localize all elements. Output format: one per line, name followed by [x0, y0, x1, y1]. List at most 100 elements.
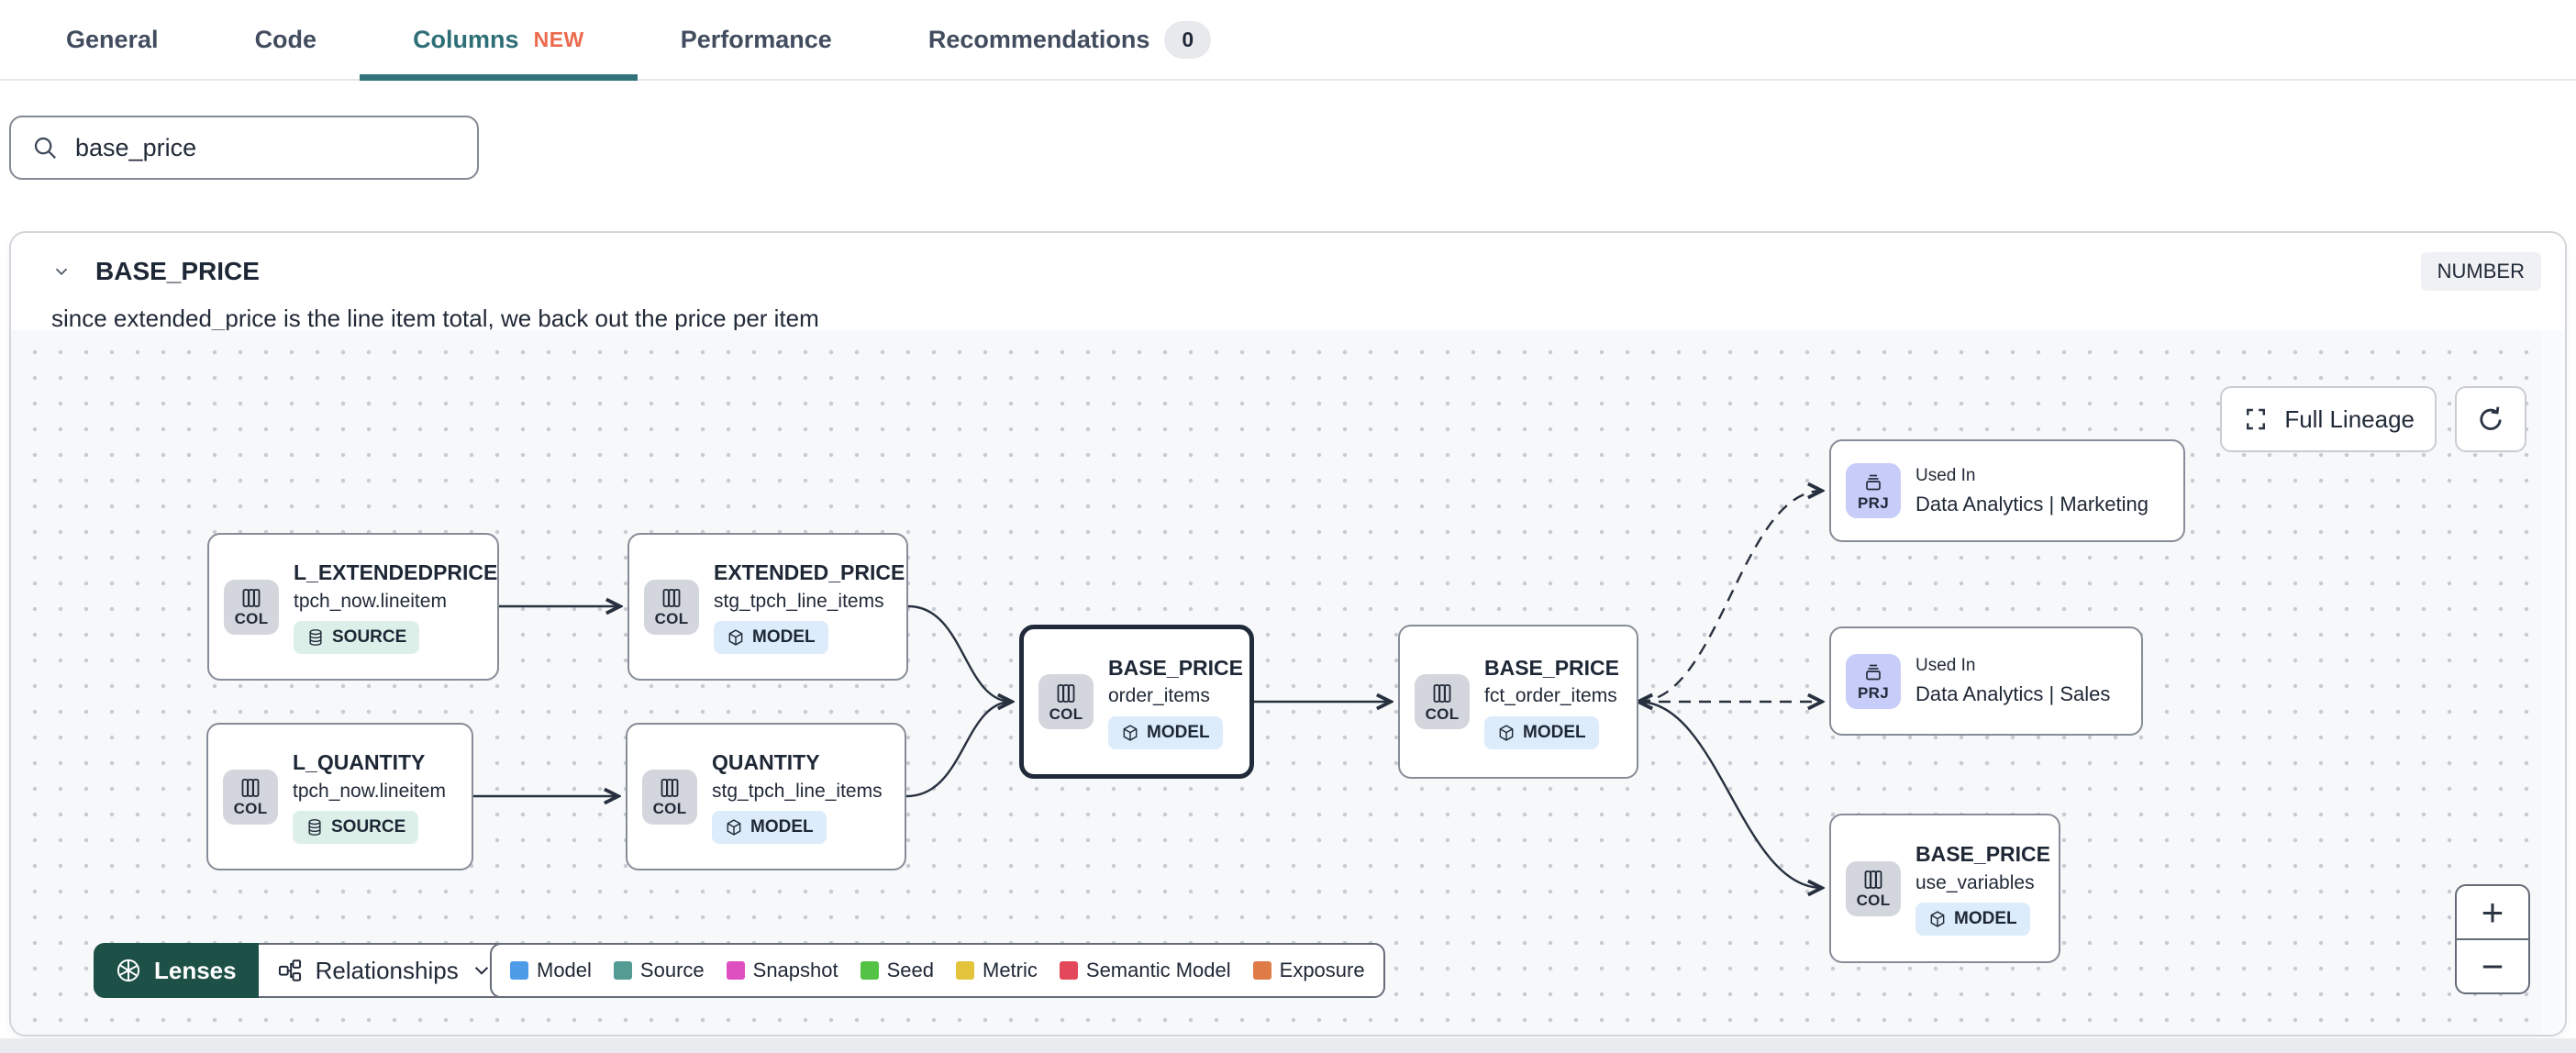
node-title: BASE_PRICE: [1915, 842, 2050, 866]
node-subtitle: stg_tpch_line_items: [712, 780, 883, 802]
column-chip: COL: [1415, 674, 1470, 729]
node-title: Data Analytics | Marketing: [1915, 492, 2149, 515]
source-badge: SOURCE: [294, 621, 420, 654]
node-subtitle: stg_tpch_line_items: [714, 590, 884, 612]
archive-box-icon: [1866, 474, 1881, 490]
cube-icon: [1930, 911, 1945, 927]
lineage-node-base-price-use-variables[interactable]: COL BASE_PRICE use_variables MODEL: [1829, 814, 2060, 963]
node-title: EXTENDED_PRICE: [714, 560, 905, 584]
columns-icon: [242, 589, 261, 607]
resource-type-legend: Model Source Snapshot Seed Metric Semant…: [490, 943, 1385, 998]
lineage-node-used-in-marketing[interactable]: PRJ Used In Data Analytics | Marketing: [1829, 439, 2185, 542]
used-in-label: Used In: [1915, 656, 1976, 676]
lineage-edges: [473, 330, 2565, 1035]
zoom-in-button[interactable]: +: [2481, 890, 2504, 934]
lineage-node-l-extendedprice[interactable]: COL L_EXTENDEDPRICE tpch_now.lineitem SO…: [207, 533, 499, 681]
legend-swatch: [1252, 961, 1271, 980]
tab-performance[interactable]: Performance: [681, 0, 832, 79]
node-title: L_EXTENDEDPRICE: [294, 560, 498, 584]
zoom-out-button[interactable]: −: [2457, 938, 2528, 992]
tab-columns[interactable]: Columns NEW: [360, 0, 638, 81]
refresh-icon: [2480, 406, 2502, 430]
node-subtitle: use_variables: [1915, 871, 2035, 893]
columns-icon: [661, 779, 679, 797]
database-icon: [309, 629, 322, 646]
tab-recommendations[interactable]: Recommendations 0: [927, 0, 1212, 79]
model-badge: MODEL: [1484, 715, 1599, 749]
columns-icon: [662, 589, 681, 607]
column-chip: COL: [644, 579, 699, 635]
legend-item-model: Model: [510, 959, 592, 982]
legend-swatch: [510, 961, 528, 980]
tab-code[interactable]: Code: [255, 0, 317, 79]
column-chip: COL: [224, 579, 279, 635]
lineage-node-used-in-sales[interactable]: PRJ Used In Data Analytics | Sales: [1829, 626, 2143, 736]
collapse-chevron-icon[interactable]: [51, 261, 72, 282]
aperture-icon: [117, 959, 140, 982]
legend-swatch: [613, 961, 632, 980]
tab-general[interactable]: General: [66, 0, 159, 79]
legend-item-exposure: Exposure: [1252, 959, 1365, 982]
node-title: QUANTITY: [712, 750, 820, 774]
lineage-node-base-price-order-items[interactable]: COL BASE_PRICE order_items MODEL: [1019, 625, 1254, 779]
tab-label: Columns: [413, 25, 519, 53]
lineage-node-quantity[interactable]: COL QUANTITY stg_tpch_line_items MODEL: [626, 723, 906, 870]
project-chip: PRJ: [1846, 463, 1901, 518]
node-subtitle: order_items: [1108, 685, 1210, 707]
columns-icon: [1433, 683, 1451, 703]
column-chip: COL: [223, 769, 278, 825]
source-badge: SOURCE: [293, 811, 419, 844]
legend-item-seed: Seed: [860, 959, 934, 982]
edge: [1638, 491, 1822, 704]
tab-label: Performance: [680, 25, 832, 53]
column-panel: BASE_PRICE NUMBER since extended_price i…: [9, 231, 2567, 1036]
column-title: BASE_PRICE: [95, 257, 260, 285]
chevron-down-icon: [472, 960, 492, 981]
refresh-button[interactable]: [2455, 386, 2526, 452]
hierarchy-icon: [278, 959, 301, 981]
canvas-right-gutter: [2541, 330, 2565, 1035]
database-icon: [308, 819, 321, 836]
cube-icon: [1123, 724, 1138, 741]
cube-icon: [1499, 724, 1514, 741]
lenses-button[interactable]: Lenses: [94, 943, 259, 998]
lineage-node-base-price-fct-order-items[interactable]: COL BASE_PRICE fct_order_items MODEL: [1398, 625, 1638, 779]
tab-label: Code: [254, 25, 317, 53]
archive-box-icon: [1866, 664, 1881, 681]
column-panel-header: BASE_PRICE NUMBER since extended_price i…: [11, 233, 2565, 332]
column-chip: COL: [1038, 674, 1094, 729]
edge: [905, 700, 1013, 798]
node-title: BASE_PRICE: [1484, 655, 1619, 680]
column-search-box: [9, 116, 479, 180]
model-badge: MODEL: [1915, 903, 2030, 936]
relationships-dropdown[interactable]: Relationships: [258, 943, 512, 998]
lineage-node-extended-price[interactable]: COL EXTENDED_PRICE stg_tpch_line_items M…: [627, 533, 908, 681]
legend-swatch: [726, 961, 745, 980]
node-subtitle: fct_order_items: [1484, 685, 1617, 707]
column-type-badge: NUMBER: [2420, 252, 2541, 291]
model-badge: MODEL: [712, 811, 827, 844]
column-chip: COL: [642, 769, 697, 825]
recommendations-count-badge: 0: [1164, 20, 1212, 59]
full-lineage-button[interactable]: Full Lineage: [2220, 386, 2437, 452]
legend-swatch: [1059, 961, 1078, 980]
model-badge: MODEL: [1108, 715, 1223, 749]
legend-item-source: Source: [613, 959, 705, 982]
lineage-node-l-quantity[interactable]: COL L_QUANTITY tpch_now.lineitem SOURCE: [206, 723, 473, 870]
project-chip: PRJ: [1846, 653, 1901, 709]
node-title: L_QUANTITY: [293, 750, 426, 774]
cube-icon: [728, 629, 743, 646]
node-title: BASE_PRICE: [1108, 655, 1243, 680]
legend-swatch: [860, 961, 879, 980]
full-lineage-label: Full Lineage: [2284, 405, 2415, 433]
node-subtitle: tpch_now.lineitem: [294, 590, 447, 612]
search-input[interactable]: [75, 133, 457, 162]
legend-item-metric: Metric: [956, 959, 1038, 982]
page-bottom-strip: [0, 1038, 2576, 1053]
tab-label: General: [66, 25, 159, 53]
tab-label: Recommendations: [927, 25, 1150, 53]
columns-icon: [1864, 870, 1882, 889]
canvas-toolbar: Lenses Relationships: [94, 943, 512, 998]
legend-swatch: [956, 961, 974, 980]
lineage-canvas[interactable]: COL L_EXTENDEDPRICE tpch_now.lineitem SO…: [11, 330, 2565, 1035]
